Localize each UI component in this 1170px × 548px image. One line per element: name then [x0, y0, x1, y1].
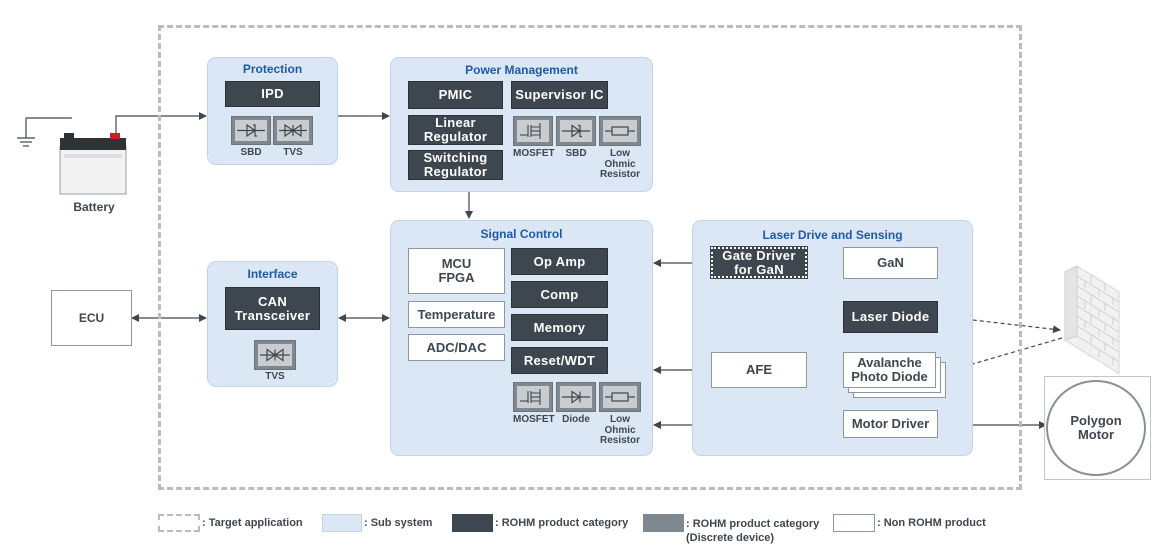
linear-regulator-box: Linear Regulator	[408, 115, 503, 145]
legend-target-swatch	[158, 514, 200, 532]
interface-discrete-label: TVS	[265, 371, 285, 382]
target-application-boundary	[158, 25, 1022, 490]
power-discrete-label: SBD	[565, 148, 587, 159]
protection-discrete-label: TVS	[283, 147, 303, 158]
can-transceiver-box: CAN Transceiver	[225, 287, 320, 330]
mcu-fpga-box: MCU FPGA	[408, 248, 505, 294]
legend-rohm-label: : ROHM product category	[495, 517, 629, 529]
signal-control-title: Signal Control	[480, 227, 563, 241]
polygon-motor-circle: Polygon Motor	[1046, 380, 1146, 476]
gate-driver-box: Gate Driver for GaN	[710, 246, 808, 279]
diode-icon	[556, 382, 596, 412]
tvs-icon	[273, 116, 313, 145]
adc-dac-box: ADC/DAC	[408, 334, 505, 361]
sbd-icon	[556, 116, 596, 146]
avalanche-photo-diode-box: Avalanche Photo Diode	[843, 352, 936, 388]
resistor-icon	[599, 116, 641, 146]
motor-driver-box: Motor Driver	[843, 410, 938, 438]
resistor-icon	[599, 382, 641, 412]
mosfet-icon	[513, 382, 553, 412]
tvs-icon	[254, 340, 296, 370]
signal-discrete-label: Low Ohmic Resistor	[599, 414, 640, 446]
protection-discrete-label: SBD	[240, 147, 262, 158]
laser-drive-title: Laser Drive and Sensing	[762, 228, 903, 242]
power-discrete-label: MOSFET	[513, 148, 555, 159]
afe-box: AFE	[711, 352, 807, 388]
legend-non-rohm-swatch	[833, 514, 875, 532]
op-amp-box: Op Amp	[511, 248, 608, 275]
reset-wdt-box: Reset/WDT	[511, 347, 608, 374]
memory-box: Memory	[511, 314, 608, 341]
battery-label: Battery	[73, 200, 115, 214]
mosfet-icon	[513, 116, 553, 146]
protection-subsystem: Protection	[207, 57, 338, 165]
sbd-icon	[231, 116, 271, 145]
laser-diode-box: Laser Diode	[843, 301, 938, 333]
switching-regulator-box: Switching Regulator	[408, 150, 503, 180]
protection-title: Protection	[242, 62, 303, 76]
temperature-box: Temperature	[408, 301, 505, 328]
legend-rohm-swatch	[452, 514, 493, 532]
pmic-box: PMIC	[408, 81, 503, 109]
brick-wall-icon	[1063, 265, 1121, 375]
legend-target-label: : Target application	[202, 517, 303, 529]
power-discrete-label: Low Ohmic Resistor	[599, 148, 640, 180]
legend-non-rohm-label: : Non ROHM product	[877, 517, 986, 529]
ecu-box: ECU	[51, 290, 132, 346]
gan-box: GaN	[843, 247, 938, 279]
ipd-box: IPD	[225, 81, 320, 107]
supervisor-ic-box: Supervisor IC	[511, 81, 608, 109]
legend-sub-label: : Sub system	[364, 517, 433, 529]
legend-sub-swatch	[322, 514, 362, 532]
legend-rohm-discrete-label: : ROHM product category (Discrete device…	[686, 518, 820, 545]
battery-image	[58, 130, 128, 196]
signal-discrete-label: MOSFET	[513, 414, 555, 425]
legend-rohm-discrete-swatch	[643, 514, 684, 532]
comp-box: Comp	[511, 281, 608, 308]
signal-discrete-label: Diode	[562, 414, 590, 425]
interface-title: Interface	[247, 267, 298, 281]
power-management-title: Power Management	[465, 63, 578, 77]
